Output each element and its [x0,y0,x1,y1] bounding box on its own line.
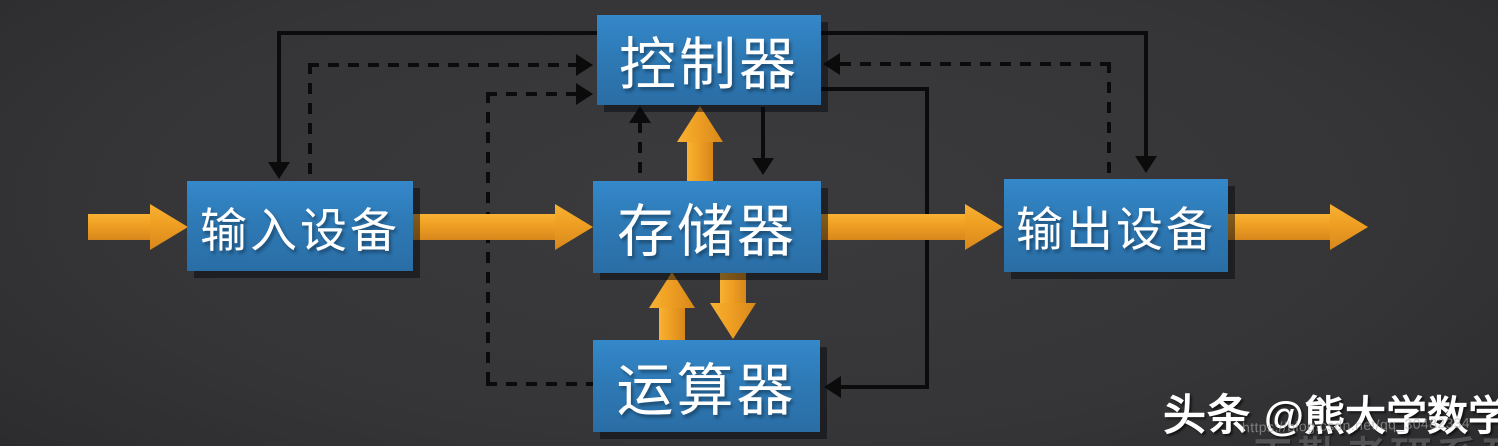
edge-output-to-controller-hline [840,62,1111,66]
orange-arrow-output-out-bar [1228,214,1332,240]
node-output-device: 输出设备 [1004,179,1228,272]
arrowhead-left-icon [823,53,840,75]
arrowhead-down-icon [268,162,290,179]
arrowhead-down-icon [1135,156,1157,173]
orange-arrowhead-up-icon [649,272,695,308]
edge-output-to-controller-vline [1107,62,1111,179]
edge-input-to-controller-vline [308,63,312,181]
edge-controller-to-memory-vline [761,107,765,160]
arrowhead-up-icon [629,106,651,123]
edge-controller-to-alu-hline-top [821,87,929,91]
orange-arrowhead-up-icon [677,106,723,142]
orange-arrowhead-right-icon [965,204,1003,250]
edge-alu-to-controller-hline-top [486,92,576,96]
node-input-device: 输入设备 [187,181,413,271]
orange-arrow-alu-to-memory-bar [659,306,685,341]
orange-arrow-into-input-bar [88,214,152,240]
edge-controller-to-input-hline [277,31,599,35]
edge-alu-to-controller-hline-bottom [486,382,593,386]
edge-controller-to-output-vline [1144,31,1148,158]
edge-controller-to-output-hline [821,31,1148,35]
watermark: 头条 @熊大学数学 [1163,381,1498,443]
watermark-series: 天勤考研系列 [1252,424,1498,446]
arrowhead-down-icon [752,158,774,175]
orange-arrow-input-to-memory-bar [413,214,557,240]
arrowhead-right-icon [576,83,593,105]
orange-arrowhead-right-icon [150,204,188,250]
orange-arrow-memory-to-alu-bar [720,273,746,305]
edge-controller-to-alu-hline-bottom [840,385,929,389]
node-controller: 控制器 [597,15,821,105]
arrowhead-right-icon [576,54,593,76]
orange-arrowhead-right-icon [555,204,593,250]
edge-memory-to-controller-dashed-vline [638,122,642,180]
orange-arrowhead-right-icon [1330,204,1368,250]
node-alu: 运算器 [593,340,820,432]
edge-input-to-controller-hline [308,63,576,67]
orange-arrow-memory-to-controller-bar [687,140,713,181]
watermark-handle: @熊大学数学 [1264,393,1498,439]
orange-arrowhead-down-icon [710,303,756,339]
node-memory: 存储器 [593,181,821,273]
arrowhead-left-icon [824,376,841,398]
edge-controller-to-input-vline [277,31,281,163]
orange-arrow-memory-to-output-bar [821,214,967,240]
watermark-brand: 头条 [1163,392,1251,440]
